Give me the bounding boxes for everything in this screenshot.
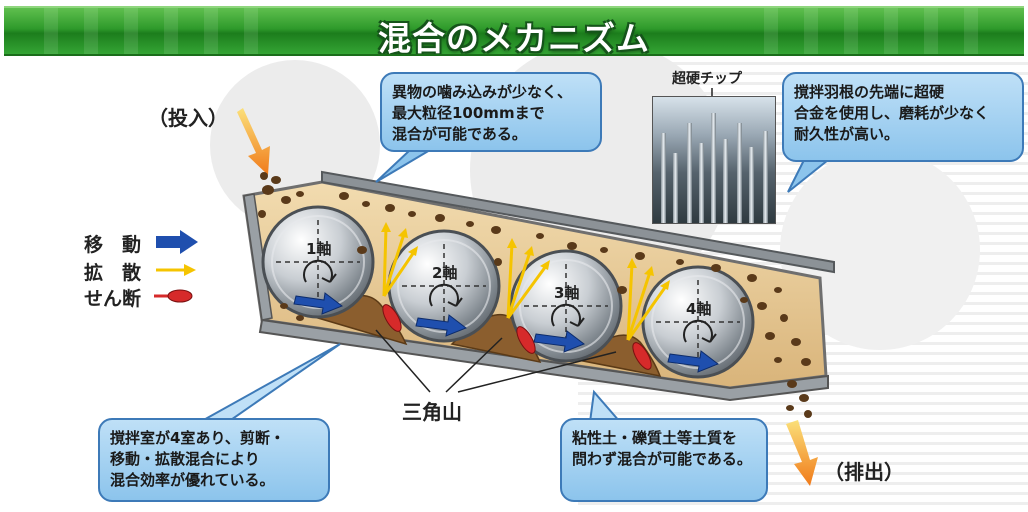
title-banner: 混合のメカニズム (4, 6, 1024, 56)
shaft-4-drum (641, 265, 755, 379)
legend-shear-icon (154, 289, 193, 303)
input-label: （投入） (148, 106, 228, 130)
input-arrow (237, 108, 270, 175)
callout-tail-top-center (375, 149, 434, 183)
triangle-mound-label: 三角山 (402, 400, 462, 424)
shear-markers (382, 304, 652, 370)
legend-move-icon (156, 230, 198, 254)
shaft-2-drum (387, 229, 501, 343)
movement-arrows (293, 292, 720, 373)
shaft-4-label: 4軸 (686, 300, 712, 318)
shaft-2-label: 2軸 (432, 264, 458, 282)
legend-move-label: 移 動 (84, 234, 142, 256)
output-arrow (786, 420, 818, 486)
legend-shear-label: せん断 (84, 288, 142, 310)
shaft-1-label: 1軸 (306, 240, 332, 258)
callout-tail-top-right (787, 159, 831, 193)
legend-diffuse-icon (156, 264, 196, 276)
legend-diffuse-label: 拡 散 (84, 262, 142, 284)
callout-carbide-blades: 撹拌羽根の先端に超硬 合金を使用し、磨耗が少なく 耐久性が高い。 (782, 72, 1024, 162)
diffusion-arrows (382, 227, 668, 341)
callout-foreign-objects: 異物の噛み込みが少なく、 最大粒径100mmまで 混合が可能である。 (380, 72, 602, 152)
shaft-1-drum (261, 205, 375, 319)
callout-tail-bottom-left (196, 343, 341, 423)
callout-four-chambers: 撹拌室が4室あり、剪断・ 移動・拡散混合により 混合効率が優れている。 (98, 418, 330, 502)
shaft-3-label: 3軸 (554, 284, 580, 302)
carbide-chip-photo (652, 96, 776, 224)
callout-soil-types: 粘性土・礫質土等土質を 問わず混合が可能である。 (560, 418, 768, 502)
page-title: 混合のメカニズム (378, 19, 650, 56)
diffusion-arrowheads (381, 222, 670, 290)
triangle-pointer-lines (375, 329, 617, 393)
output-label: （排出） (824, 460, 904, 484)
gravel-particles (258, 172, 812, 418)
chip-label: 超硬チップ (672, 71, 742, 87)
